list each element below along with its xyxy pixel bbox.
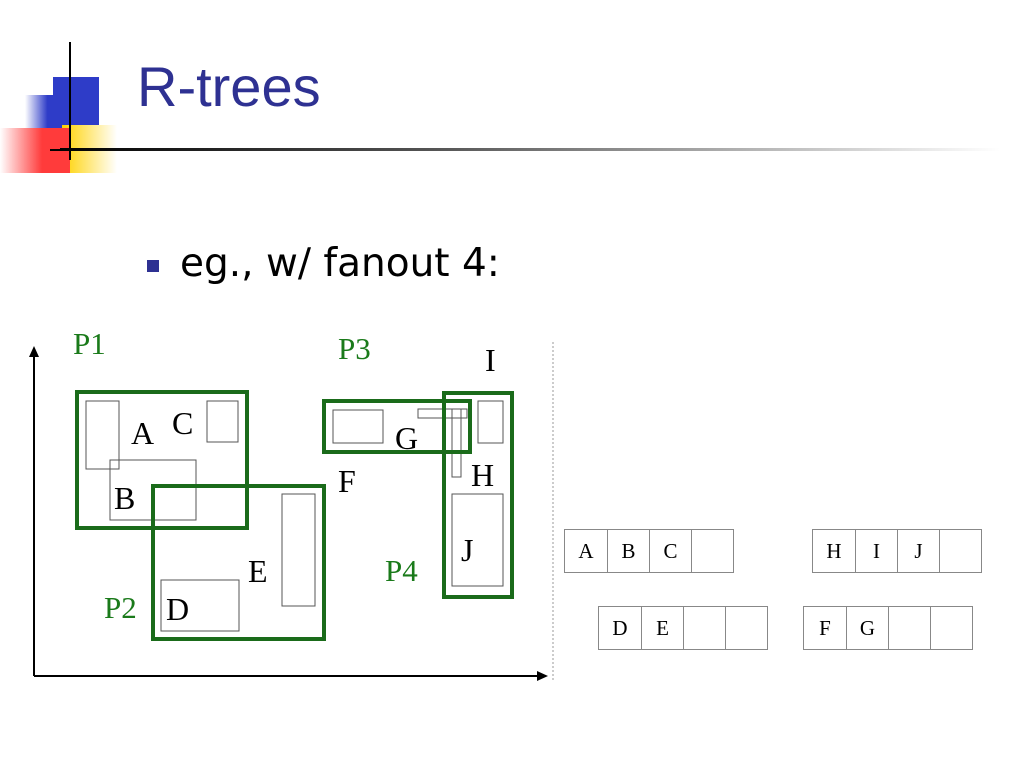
rect-c: [206, 400, 239, 443]
rect-a: [85, 400, 120, 470]
rect-g-vertical: [451, 408, 462, 478]
x-axis-arrow: [537, 671, 548, 681]
label-d: D: [166, 591, 190, 627]
label-f: F: [338, 463, 356, 499]
node-entry: [930, 607, 972, 649]
node-entry: H: [826, 538, 842, 563]
bullet-icon: [147, 260, 159, 272]
node-entry: I: [855, 530, 897, 572]
label-a: A: [131, 415, 155, 451]
node-entry: G: [846, 607, 888, 649]
node-entry: B: [607, 530, 649, 572]
label-p2: P2: [104, 590, 137, 625]
node-entry: [683, 607, 725, 649]
tree-node-hij: H I J: [812, 529, 982, 573]
label-g: G: [395, 420, 419, 456]
tree-node-abc: A B C: [564, 529, 734, 573]
rect-d: [160, 579, 240, 632]
rect-f: [332, 409, 384, 444]
node-entry: C: [649, 530, 691, 572]
mbr-p4: [442, 391, 514, 599]
label-c: C: [172, 405, 194, 441]
node-entry: [725, 607, 767, 649]
label-p4: P4: [385, 553, 418, 588]
slide-title: R-trees: [137, 55, 321, 118]
label-j: J: [461, 532, 474, 568]
rect-e: [281, 493, 316, 607]
label-p1: P1: [73, 326, 106, 361]
mbr-p1: [75, 390, 249, 530]
label-h: H: [471, 457, 495, 493]
title-underline: [60, 148, 1000, 151]
node-entry: J: [897, 530, 939, 572]
tree-node-fg: F G: [803, 606, 973, 650]
rect-j: [451, 493, 504, 587]
bullet-text: eg., w/ fanout 4:: [180, 241, 500, 286]
mbr-p2: [151, 484, 326, 641]
node-entry: A: [578, 538, 594, 563]
label-i: I: [485, 342, 496, 378]
node-entry: [939, 530, 981, 572]
node-entry: E: [641, 607, 683, 649]
node-entry: F: [819, 615, 831, 640]
label-e: E: [248, 553, 268, 589]
rect-i: [477, 400, 504, 444]
y-axis-arrow: [29, 346, 39, 357]
node-entry: [691, 530, 733, 572]
node-entry: D: [612, 615, 628, 640]
label-b: B: [114, 480, 136, 516]
mbr-p3: [322, 399, 472, 454]
tree-node-de: D E: [598, 606, 768, 650]
label-p3: P3: [338, 331, 371, 366]
node-entry: [888, 607, 930, 649]
